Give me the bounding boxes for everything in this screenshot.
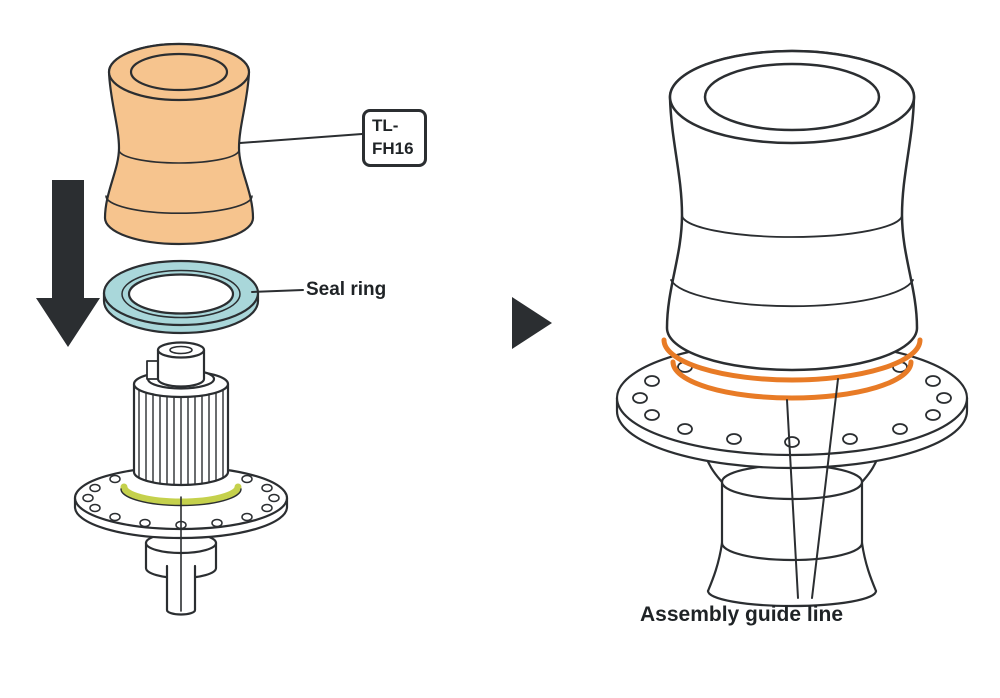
assembly-guide-leader-lines <box>786 378 839 599</box>
tool-label-leader-line <box>239 133 363 144</box>
flange-bolt-holes <box>82 466 280 530</box>
bolt-hole <box>109 512 121 522</box>
guide-leader-line <box>786 399 799 599</box>
assembled-hub <box>615 49 969 608</box>
bolt-hole <box>644 375 660 387</box>
tool-code-label-box: TL- FH16 <box>362 109 427 167</box>
bolt-hole <box>211 518 223 528</box>
seal-ring <box>102 259 260 335</box>
bolt-hole <box>842 433 858 445</box>
bolt-hole <box>632 392 648 404</box>
freehub-assembly <box>73 341 289 616</box>
bolt-hole <box>677 423 693 435</box>
proceed-arrow-icon <box>512 297 552 349</box>
bolt-hole <box>241 474 253 484</box>
bolt-hole <box>241 512 253 522</box>
assembly-guide-line-lower <box>670 359 914 401</box>
tool-contour-line <box>118 149 240 164</box>
tool-contour-line <box>670 279 914 308</box>
axle-end-hole <box>169 345 193 355</box>
bolt-hole <box>261 503 273 513</box>
bolt-hole <box>892 423 908 435</box>
hub-skirt-bottom <box>706 589 878 608</box>
tl-fh16-tool <box>103 42 255 246</box>
tool-code-line1: TL- <box>372 116 399 135</box>
seal-ring-step <box>121 269 241 319</box>
bolt-hole <box>925 375 941 387</box>
bolt-hole <box>261 483 273 493</box>
assembly-guide-line-upper <box>661 337 923 383</box>
down-arrow-icon <box>36 180 100 347</box>
bolt-hole <box>82 493 94 503</box>
tool-opening <box>129 52 229 92</box>
guide-leader-line <box>811 378 839 599</box>
hub-barrel-fill <box>722 482 862 560</box>
axle-end-top <box>156 341 206 359</box>
hub-barrel-bottom <box>720 541 864 562</box>
assembly-guide-lines <box>661 337 923 401</box>
hub-barrel-sides <box>720 480 864 545</box>
tool-contour-line <box>681 214 903 238</box>
bolt-hole <box>109 474 121 484</box>
bolt-hole <box>925 409 941 421</box>
bolt-hole <box>784 436 800 448</box>
bolt-hole <box>89 503 101 513</box>
freehub-body-sides <box>132 382 230 474</box>
hub-skirt-sides <box>706 541 878 593</box>
assembly-guide-line-label: Assembly guide line <box>640 603 844 626</box>
flange-bolt-holes <box>632 348 952 448</box>
bolt-hole <box>936 392 952 404</box>
seal-ring-leader-line <box>251 289 304 293</box>
bolt-hole <box>139 518 151 528</box>
tool-contour-line <box>105 195 253 215</box>
spline-lines <box>138 389 224 486</box>
seal-ring-label: Seal ring <box>306 279 387 300</box>
bolt-hole <box>644 409 660 421</box>
installed-tool-opening <box>703 62 881 132</box>
axle-end-cylinder <box>156 348 206 388</box>
bolt-hole <box>89 483 101 493</box>
bolt-hole <box>268 493 280 503</box>
tool-code-line2: FH16 <box>372 138 414 158</box>
seal-ring-hole <box>127 273 235 315</box>
bolt-hole <box>726 433 742 445</box>
